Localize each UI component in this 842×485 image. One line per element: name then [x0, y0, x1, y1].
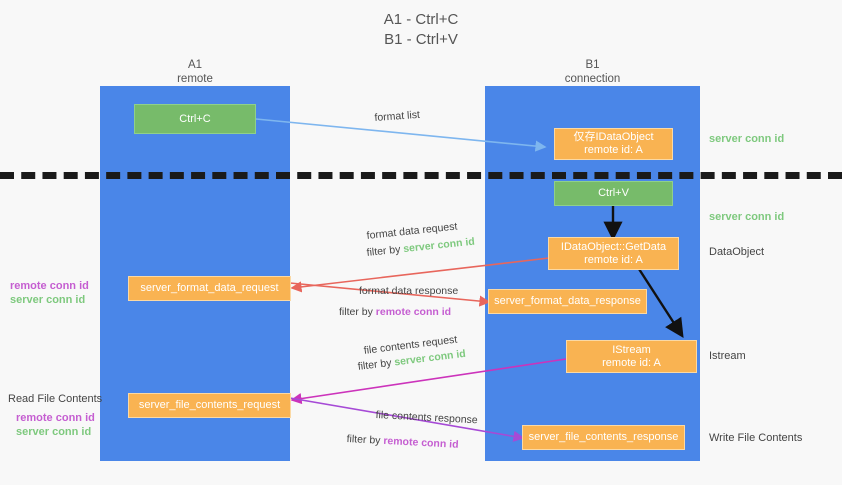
node-server-format-data-response-label: server_format_data_response: [494, 295, 641, 307]
node-server-format-data-response[interactable]: server_format_data_response: [488, 289, 647, 314]
left-label-remote-conn-id-mid: remote conn id: [10, 280, 89, 292]
filter-prefix: filter by: [366, 243, 404, 259]
filter-prefix: filter by: [357, 356, 396, 373]
left-label-server-conn-id-bottom: server conn id: [16, 426, 92, 438]
node-istream-line1: IStream: [612, 343, 651, 356]
phase-divider: [0, 172, 842, 179]
edge-label-format-list: format list: [374, 108, 421, 124]
edge-label-file-contents-response: file contents response: [375, 408, 478, 427]
node-ctrl-v[interactable]: Ctrl+V: [554, 181, 673, 206]
left-label-read-file-contents: Read File Contents: [8, 393, 103, 405]
node-server-format-data-request[interactable]: server_format_data_request: [128, 276, 291, 301]
column-a1-name: A1: [187, 59, 203, 71]
title-line-2: B1 - Ctrl+V: [384, 31, 458, 48]
filter-prefix: filter by: [339, 306, 376, 318]
right-label-dataobject: DataObject: [709, 246, 765, 258]
node-server-file-contents-response-label: server_file_contents_response: [528, 431, 679, 443]
filter-key-server-conn-id: server conn id: [402, 235, 476, 256]
right-label-server-conn-id-mid: server conn id: [709, 211, 785, 223]
column-header-b1: B1 connection: [485, 58, 700, 86]
node-ctrl-v-label: Ctrl+V: [598, 187, 629, 199]
node-istream-line2: remote id: A: [602, 356, 661, 369]
column-header-a1: A1 remote: [100, 58, 290, 86]
column-a1-role: remote: [177, 73, 213, 85]
node-ctrl-c[interactable]: Ctrl+C: [134, 104, 256, 134]
node-getdata-line2: remote id: A: [584, 253, 643, 266]
page-title: A1 - Ctrl+C B1 - Ctrl+V: [0, 10, 842, 50]
node-idataobject-line2: remote id: A: [584, 144, 643, 156]
edge-label-format-data-response: format data response: [359, 285, 459, 297]
node-idataobject[interactable]: 仅存IDataObject remote id: A: [554, 128, 673, 160]
right-label-istream: Istream: [709, 350, 746, 362]
title-line-1: A1 - Ctrl+C: [383, 11, 459, 28]
right-label-server-conn-id-top: server conn id: [709, 133, 785, 145]
node-getdata[interactable]: IDataObject::GetData remote id: A: [548, 237, 679, 270]
right-label-write-file-contents: Write File Contents: [709, 432, 803, 444]
node-ctrl-c-label: Ctrl+C: [179, 112, 211, 125]
filter-prefix: filter by: [346, 432, 384, 447]
column-b1-name: B1: [585, 59, 600, 71]
node-server-file-contents-response[interactable]: server_file_contents_response: [522, 425, 685, 450]
edge-filter-file-contents-response: filter by remote conn id: [346, 432, 459, 452]
node-getdata-line1: IDataObject::GetData: [560, 240, 667, 253]
node-istream[interactable]: IStream remote id: A: [566, 340, 697, 373]
column-b1-role: connection: [564, 73, 621, 85]
left-label-remote-conn-id-bottom: remote conn id: [16, 412, 95, 424]
edge-filter-format-data-response: filter by remote conn id: [339, 305, 451, 319]
filter-key-remote-conn-id: remote conn id: [375, 306, 452, 318]
node-server-file-contents-request[interactable]: server_file_contents_request: [128, 393, 291, 418]
node-server-format-data-request-label: server_format_data_request: [140, 282, 279, 294]
left-label-server-conn-id-mid: server conn id: [10, 294, 86, 306]
filter-key-remote-conn-id: remote conn id: [383, 434, 459, 451]
node-server-file-contents-request-label: server_file_contents_request: [138, 399, 281, 411]
node-idataobject-line1: 仅存IDataObject: [573, 131, 654, 143]
